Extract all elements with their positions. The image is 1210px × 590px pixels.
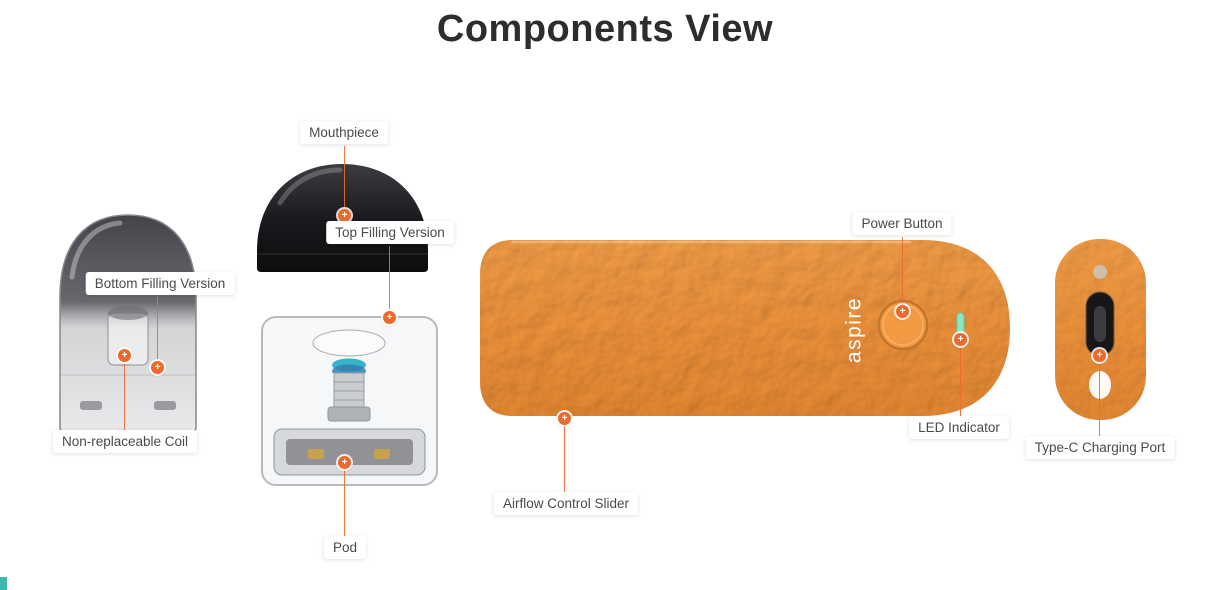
callout-plus-icon-led-indicator: + bbox=[954, 333, 967, 346]
brand-logo-text: aspire bbox=[843, 297, 866, 363]
clear-pod-illustration bbox=[261, 316, 438, 486]
page-title: Components View bbox=[436, 8, 774, 50]
callout-line-top-filling-version bbox=[389, 246, 390, 314]
callout-plus-icon-mouthpiece: + bbox=[338, 209, 351, 222]
callout-label-pod: Pod bbox=[323, 536, 367, 559]
callout-line-type-c-charging-port bbox=[1099, 361, 1100, 438]
callout-line-pod bbox=[344, 468, 345, 538]
callout-line-led-indicator bbox=[960, 345, 961, 417]
callout-line-power-button bbox=[902, 237, 903, 307]
callout-label-led-indicator: LED Indicator bbox=[909, 416, 1009, 439]
callout-label-airflow-control-slider: Airflow Control Slider bbox=[493, 492, 639, 515]
bottom-filling-pod-illustration bbox=[59, 214, 197, 434]
callout-plus-icon-airflow-control-slider: + bbox=[558, 412, 571, 425]
callout-line-airflow-control-slider bbox=[564, 424, 565, 492]
callout-label-type-c-charging-port: Type-C Charging Port bbox=[1025, 436, 1175, 459]
callout-line-mouthpiece bbox=[344, 146, 345, 212]
callout-label-mouthpiece: Mouthpiece bbox=[300, 121, 388, 144]
callout-plus-icon-power-button: + bbox=[896, 305, 909, 318]
callout-label-non-replaceable-coil: Non-replaceable Coil bbox=[52, 430, 198, 453]
type-c-cap-illustration bbox=[1055, 239, 1146, 420]
callout-line-bottom-filling-version bbox=[157, 296, 158, 363]
callout-plus-icon-bottom-filling-version: + bbox=[151, 361, 164, 374]
device-body-illustration: aspire bbox=[480, 240, 1010, 416]
callout-plus-icon-pod: + bbox=[338, 456, 351, 469]
callout-line-non-replaceable-coil bbox=[124, 362, 125, 432]
callout-label-power-button: Power Button bbox=[852, 212, 952, 235]
airflow-slider-graphic bbox=[548, 406, 588, 416]
usb-c-port-graphic bbox=[1085, 291, 1115, 357]
callout-plus-icon-type-c-charging-port: + bbox=[1093, 349, 1106, 362]
callout-plus-icon-non-replaceable-coil: + bbox=[118, 349, 131, 362]
partial-ui-element-bottom-left bbox=[0, 577, 7, 590]
callout-label-bottom-filling-version: Bottom Filling Version bbox=[85, 272, 235, 295]
callout-plus-icon-top-filling-version: + bbox=[383, 311, 396, 324]
callout-label-top-filling-version: Top Filling Version bbox=[326, 221, 454, 244]
